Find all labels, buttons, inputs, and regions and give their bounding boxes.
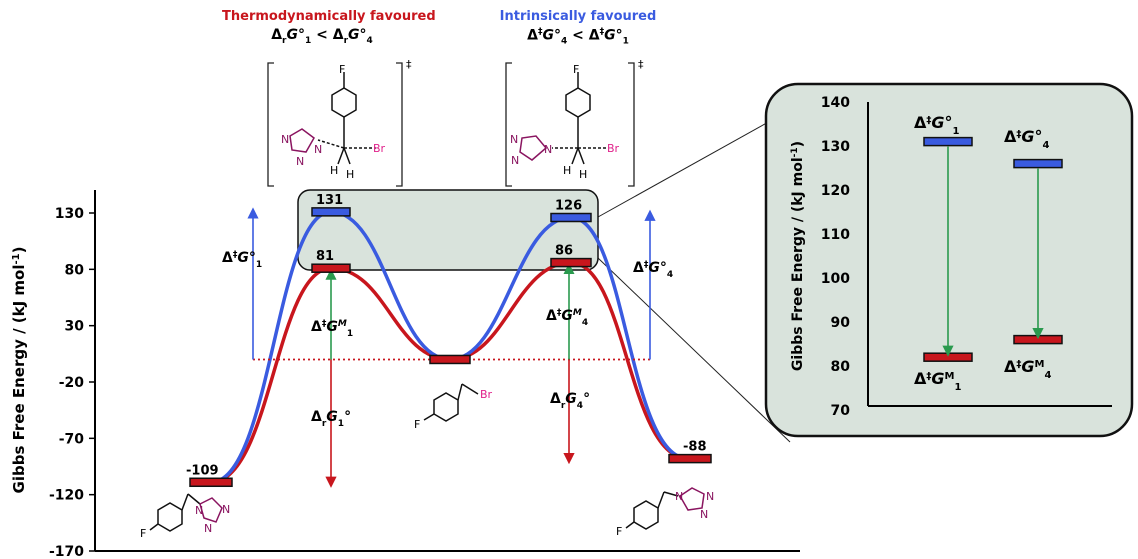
energy-level-bar — [311, 207, 351, 217]
zoom-line-bottom — [597, 257, 791, 443]
energy-level-bar — [311, 263, 351, 273]
energy-level-label: -88 — [683, 440, 707, 455]
arrows — [247, 207, 656, 488]
ts1-Br: Br — [373, 142, 386, 155]
main-y-tick-label: -20 — [59, 375, 85, 391]
ts4-H1: H — [563, 164, 571, 177]
left-header-title: Thermodynamically favoured — [222, 9, 436, 24]
left-header-relation: ΔrG°1 < ΔrG°4 — [271, 27, 373, 46]
ts1-N1: N — [281, 133, 289, 146]
main-y-label: Gibbs Free Energy / (kJ mol-1) — [10, 247, 28, 494]
reactant-structure — [423, 383, 479, 422]
product4-N2: N — [700, 508, 708, 521]
ts4-Br: Br — [607, 142, 620, 155]
inset-level-bar — [1013, 334, 1063, 345]
ts1-N3: N — [314, 143, 322, 156]
right-header-relation: Δ‡G°4 < Δ‡G°1 — [527, 27, 629, 47]
main-y-ticks: 130 80 30 -20 -70 -120 -170 — [49, 206, 95, 559]
main-y-tick-label: -170 — [49, 544, 84, 559]
product1-N2: N — [204, 522, 212, 535]
ts4-dagger: ‡ — [638, 58, 644, 71]
ts1-H1: H — [330, 164, 338, 177]
inset-level-bar — [923, 136, 973, 147]
product1-structure — [149, 493, 223, 532]
main-y-tick-label: 30 — [65, 319, 85, 335]
inset-label-dg1: Δ‡G°1 — [914, 113, 960, 137]
ts4-N2: N — [511, 154, 519, 167]
energy-levels: -109 131 81 126 86 -88 — [186, 193, 712, 488]
ann-dg4: Δ‡G°4 — [633, 260, 673, 280]
ts4-N4: N — [544, 143, 552, 156]
energy-level-bar — [550, 257, 592, 268]
energy-level-label: 131 — [316, 193, 343, 208]
inset-label-dg4: Δ‡G°4 — [1004, 127, 1050, 151]
inset-y-tick-label: 90 — [831, 315, 851, 331]
main-y-tick-label: -120 — [49, 488, 84, 504]
inset-level-bar — [923, 352, 973, 362]
energy-level-label: 86 — [555, 244, 573, 259]
main-y-tick-label: 130 — [55, 206, 84, 222]
inset-panel — [764, 82, 1134, 438]
product1-N1: N — [195, 504, 203, 517]
ann-drg4: ΔrG4° — [550, 391, 590, 411]
inset-y-tick-label: 140 — [821, 95, 850, 111]
ann-dgm4: Δ‡GM4 — [546, 308, 588, 328]
ts4-N1: N — [510, 133, 518, 146]
inset-levels — [923, 136, 1063, 362]
inset-y-tick-label: 130 — [821, 139, 850, 155]
inset-level-bar — [1013, 158, 1063, 169]
ts1-structure — [289, 72, 376, 165]
inset-y-label: Gibbs Free Energy / (kJ mol-1) — [790, 141, 806, 371]
inset-y-tick-label: 70 — [831, 403, 851, 419]
ts4-bracket — [505, 62, 635, 187]
right-header-title: Intrinsically favoured — [499, 9, 657, 24]
ts1-F: F — [339, 63, 345, 76]
ts1-N2: N — [296, 155, 304, 168]
inset-y-tick-label: 110 — [821, 227, 850, 243]
ts4-F: F — [573, 63, 579, 76]
inset-y-tick-label: 80 — [831, 359, 851, 375]
product4-F: F — [616, 525, 622, 538]
energy-level-label: 81 — [316, 249, 334, 264]
main-y-tick-label: 80 — [65, 262, 85, 278]
zoom-line-top — [597, 109, 791, 218]
energy-level-bar — [429, 354, 471, 365]
ts1-dagger: ‡ — [406, 58, 412, 71]
product4-N4: N — [675, 490, 683, 503]
product4-structure — [625, 487, 705, 530]
main-y-tick-label: -70 — [59, 431, 85, 447]
product1-F: F — [140, 527, 146, 540]
reactant-F: F — [414, 418, 420, 431]
ann-dg1: Δ‡G°1 — [222, 250, 262, 270]
ts4-structure — [519, 72, 606, 165]
ann-dgm1: Δ‡GM1 — [311, 319, 353, 339]
energy-level-bar — [189, 477, 233, 488]
product4-N1: N — [706, 490, 714, 503]
ts1-H2: H — [346, 168, 354, 181]
reactant-Br: Br — [480, 388, 493, 401]
ts4-H2: H — [579, 168, 587, 181]
energy-level-bar — [668, 453, 712, 464]
energy-level-label: 126 — [555, 199, 582, 214]
inset-y-tick-label: 120 — [821, 183, 850, 199]
inset-y-tick-label: 100 — [821, 271, 850, 287]
energy-level-bar — [550, 212, 592, 223]
energy-level-label: -109 — [186, 463, 219, 478]
ts1-bracket — [267, 62, 403, 187]
product1-N4: N — [222, 503, 230, 516]
inset-y-ticks: 140 130 120 110 100 90 80 70 — [821, 95, 850, 419]
